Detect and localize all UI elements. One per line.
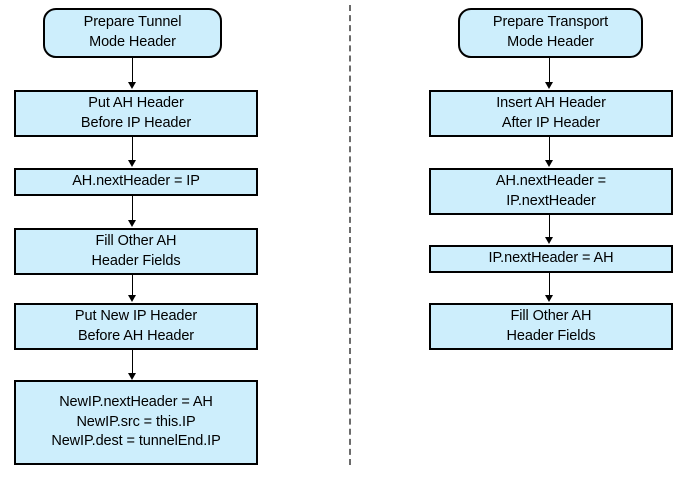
tunnel-connector-1 xyxy=(132,137,133,161)
transport-step-1[interactable]: Insert AH Header After IP Header xyxy=(429,90,673,137)
tunnel-connector-4 xyxy=(132,350,133,374)
transport-arrowhead-2 xyxy=(545,237,553,244)
tunnel-step-5[interactable]: NewIP.nextHeader = AH NewIP.src = this.I… xyxy=(14,380,258,465)
tunnel-arrowhead-0 xyxy=(128,82,136,89)
transport-connector-0 xyxy=(549,58,550,83)
transport-connector-3 xyxy=(549,273,550,296)
tunnel-connector-2 xyxy=(132,196,133,221)
tunnel-arrowhead-2 xyxy=(128,220,136,227)
transport-arrowhead-1 xyxy=(545,160,553,167)
tunnel-step-2[interactable]: AH.nextHeader = IP xyxy=(14,168,258,196)
tunnel-start-node[interactable]: Prepare Tunnel Mode Header xyxy=(43,8,222,58)
transport-start-node[interactable]: Prepare Transport Mode Header xyxy=(458,8,643,58)
tunnel-arrowhead-3 xyxy=(128,295,136,302)
transport-connector-2 xyxy=(549,215,550,238)
tunnel-step-3[interactable]: Fill Other AH Header Fields xyxy=(14,228,258,275)
column-divider xyxy=(349,5,351,465)
tunnel-connector-0 xyxy=(132,58,133,83)
transport-connector-1 xyxy=(549,137,550,161)
tunnel-step-1[interactable]: Put AH Header Before IP Header xyxy=(14,90,258,137)
transport-arrowhead-3 xyxy=(545,295,553,302)
tunnel-arrowhead-1 xyxy=(128,160,136,167)
transport-step-4[interactable]: Fill Other AH Header Fields xyxy=(429,303,673,350)
tunnel-connector-3 xyxy=(132,275,133,296)
transport-arrowhead-0 xyxy=(545,82,553,89)
tunnel-step-4[interactable]: Put New IP Header Before AH Header xyxy=(14,303,258,350)
transport-step-3[interactable]: IP.nextHeader = AH xyxy=(429,245,673,273)
tunnel-arrowhead-4 xyxy=(128,373,136,380)
transport-step-2[interactable]: AH.nextHeader = IP.nextHeader xyxy=(429,168,673,215)
